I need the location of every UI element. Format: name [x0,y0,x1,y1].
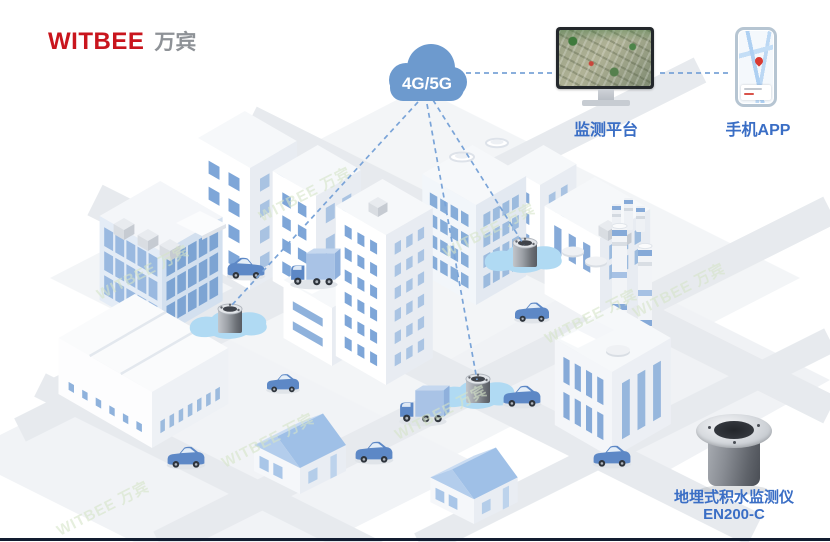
link-cloud-device-1 [231,101,419,306]
footer-divider [0,538,830,541]
brand-suffix: 万宾 [154,31,197,54]
monitor-icon [556,27,654,89]
monitor-base [582,100,630,106]
city-buildings [0,57,830,542]
brand-name: WITBEE [48,28,145,55]
monitoring-platform-icon [556,27,656,106]
map-pin-icon [753,55,765,67]
product-model: EN200-C [703,506,765,523]
brand-logo: WITBEE 万宾 [48,26,196,56]
bolt-dot [733,441,736,444]
cloud-label: 4G/5G [402,74,452,93]
mobile-app-label: 手机APP [725,122,791,139]
phone-info-card [741,85,771,100]
product-name: 地埋式积水监测仪 [673,489,794,506]
phone-map-screen [739,31,773,103]
phone-icon [735,27,777,107]
platform-label: 监测平台 [573,122,638,139]
card-text-line [744,88,762,90]
link-cloud-device-2 [426,103,478,381]
bolt-dot [757,424,760,427]
device-opening [714,421,754,439]
device-product-photo [694,414,774,495]
network-links [231,72,731,381]
bolt-dot [708,426,711,429]
device-flange [696,414,772,448]
cloud-icon: 4G/5G [389,44,467,101]
monitor-stand [598,89,614,100]
monitor-map-display [559,30,651,86]
device-shadow [700,485,768,495]
card-text-line [744,93,754,95]
link-cloud-device-3 [432,99,525,246]
